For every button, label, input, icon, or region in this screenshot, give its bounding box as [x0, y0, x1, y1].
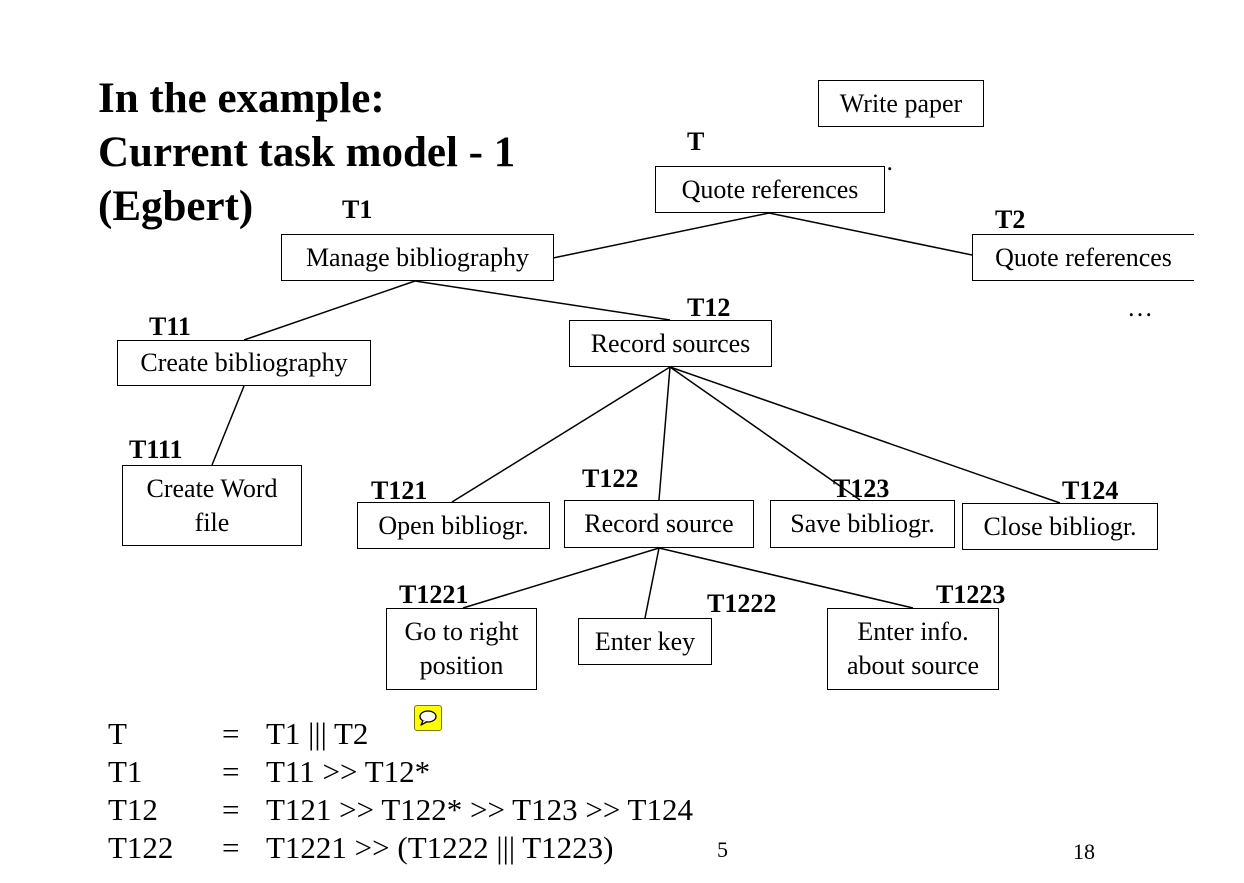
node-id-T2: T2: [995, 205, 1026, 234]
edge-T-T1: [552, 212, 770, 259]
edge-T12-T121: [451, 366, 671, 503]
node-label-T121: Open bibliogr.: [378, 510, 529, 540]
node-id-T12: T12: [687, 293, 731, 322]
node-label-T123: Save bibliogr.: [790, 509, 935, 538]
edge-T122-T1222: [644, 547, 660, 619]
formula-rhs: T1221 >> (T1222 ||| T1223): [266, 830, 614, 865]
node-box-T123: Save bibliogr.: [770, 500, 955, 548]
write-paper-label: Write paper: [839, 88, 963, 118]
node-id-T: T: [687, 127, 705, 156]
node-label-T12: Record sources: [590, 328, 751, 358]
node-id-T122: T122: [582, 464, 639, 493]
node-box-T12: Record sources: [569, 320, 772, 367]
slide-title: In the example: Current task model - 1 (…: [98, 72, 515, 234]
speech-bubble-icon: [419, 710, 437, 726]
page-number: 18: [1073, 839, 1095, 864]
node-id-T11: T11: [149, 312, 191, 341]
edge-T11-T111: [211, 385, 245, 466]
node-label-T1223-line1: Enter info.: [857, 617, 969, 646]
formula-equals: =: [222, 716, 240, 751]
formula-equals: =: [222, 754, 240, 789]
node-id-T1: T1: [342, 195, 373, 224]
node-box-T111: Create Word file: [122, 465, 302, 546]
node-box-T1222: Enter key: [578, 618, 712, 665]
edge-T12-T124: [669, 366, 1061, 504]
node-box-T121: Open bibliogr.: [357, 502, 550, 549]
edge-T122-T1221: [462, 547, 660, 609]
formula-rhs: T1 ||| T2: [266, 716, 369, 751]
node-id-T1221: T1221: [399, 580, 469, 609]
node-label-T1223-line2: about source: [846, 651, 980, 680]
node-id-T1223: T1223: [936, 580, 1006, 609]
node-id-T121: T121: [371, 476, 428, 505]
formula-rhs: T11 >> T12*: [266, 754, 431, 789]
node-label-T1222: Enter key: [594, 626, 696, 656]
formula-equals: =: [222, 792, 240, 827]
write-paper-box: Write paper: [818, 80, 984, 127]
footer-left-number: 5: [717, 837, 728, 862]
comment-icon[interactable]: [414, 705, 442, 731]
node-box-T1223: Enter info. about source: [827, 608, 999, 690]
edge-T1-T11: [243, 280, 416, 341]
t2-ellipsis: …: [1127, 293, 1153, 322]
node-label-T122: Record source: [584, 509, 734, 538]
node-label-T1221-line2: position: [419, 651, 504, 680]
node-box-T1: Manage bibliography: [281, 234, 554, 281]
node-id-T123: T123: [833, 474, 890, 503]
edge-T122-T1223: [658, 547, 914, 609]
node-box-T1221: Go to right position: [386, 608, 537, 690]
title-line-3: (Egbert): [98, 183, 254, 230]
node-label-T2: Quote references: [995, 242, 1172, 272]
node-label-T111-line2: file: [194, 507, 230, 537]
title-line-2: Current task model - 1: [98, 129, 516, 176]
node-id-T1222: T1222: [707, 589, 777, 618]
formula-lhs: T122: [108, 830, 174, 865]
node-label-T111-line1: Create Word: [146, 473, 278, 503]
node-box-T: Quote references: [655, 166, 885, 213]
node-id-T124: T124: [1062, 476, 1119, 505]
node-box-T122: Record source: [564, 500, 754, 548]
formula-equals: =: [222, 830, 240, 865]
node-box-T2: Quote references: [972, 234, 1194, 281]
node-label-T1221-line1: Go to right: [404, 617, 519, 646]
formula-lhs: T: [108, 716, 127, 751]
node-id-T111: T111: [129, 435, 183, 464]
node-label-T1: Manage bibliography: [305, 242, 530, 272]
node-label-T11: Create bibliography: [140, 348, 348, 377]
node-box-T11: Create bibliography: [117, 340, 371, 386]
title-line-1: In the example:: [98, 75, 385, 122]
edge-T12-T123: [669, 366, 861, 501]
edge-T12-T122: [658, 366, 671, 501]
node-box-T124: Close bibliogr.: [962, 503, 1158, 550]
edge-T-T2: [768, 212, 973, 256]
node-label-T: Quote references: [681, 174, 859, 204]
edge-T1-T12: [414, 280, 671, 321]
formula-rhs: T121 >> T122* >> T123 >> T124: [266, 792, 693, 827]
node-label-T124: Close bibliogr.: [983, 511, 1137, 541]
formula-lhs: T12: [108, 792, 158, 827]
formula-lhs: T1: [108, 754, 143, 789]
